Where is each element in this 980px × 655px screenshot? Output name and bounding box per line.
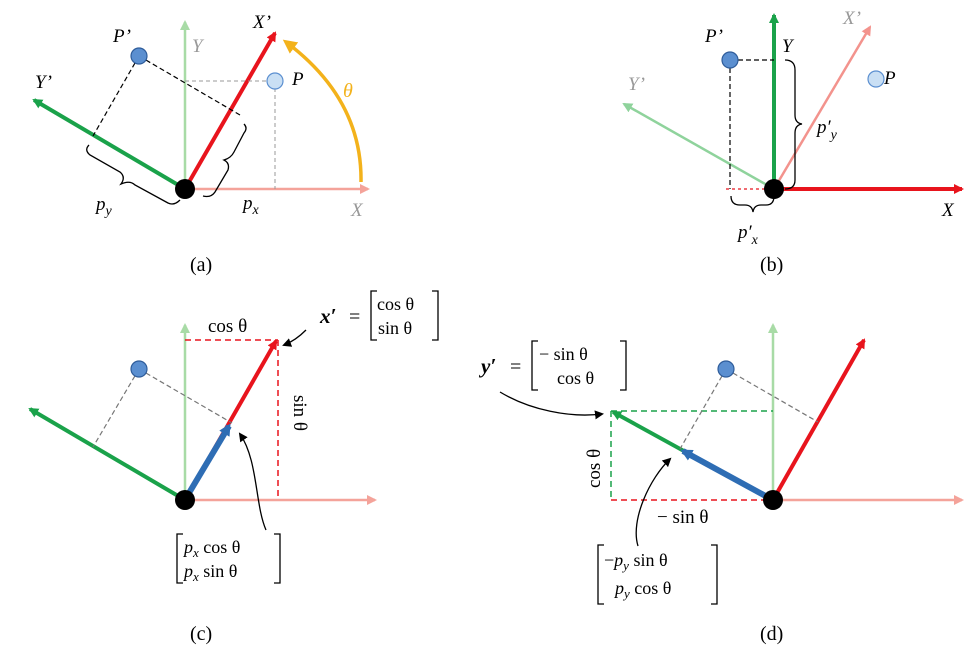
caption-d: (d) [760, 623, 783, 645]
px-brace [202, 123, 247, 198]
xprime-equals: = [349, 306, 360, 328]
x-prime-axis [183, 31, 277, 190]
pprime-guide-1 [138, 368, 233, 424]
py-brace [86, 144, 181, 205]
y-prime-label: Y’ [35, 72, 52, 93]
ppx-label: p′x [736, 222, 759, 248]
panel-b: X Y X’ Y’ P P’ p′y p′x (b) [622, 8, 964, 276]
caption-a: (a) [190, 254, 212, 276]
y-prime-axis [32, 98, 187, 191]
y-axis-label: Y [782, 36, 795, 57]
ppy-brace [784, 59, 803, 190]
point-p-prime [130, 360, 148, 378]
ppx-brace [730, 195, 775, 213]
panel-a: X Y X’ Y’ P P’ θ px py (a) [32, 12, 370, 276]
cos-label: cos θ [208, 316, 247, 337]
x-axis-label: X [941, 200, 955, 221]
x-prime-label: X’ [842, 8, 861, 29]
pprime-guide-1 [725, 368, 819, 423]
yprime-vector-name: y′ [478, 354, 496, 378]
point-p-prime [717, 360, 735, 378]
blue-expr-bottom: py cos θ [613, 578, 671, 601]
theta-arc [282, 39, 363, 183]
ppy-label: p′y [815, 117, 838, 143]
p-label: P [883, 68, 896, 89]
minus-sin-label: − sin θ [657, 507, 709, 528]
pprime-guide-2 [92, 368, 140, 448]
cos-label: cos θ [584, 449, 605, 488]
y-prime-axis [28, 407, 187, 502]
xprime-pointer-curve [282, 329, 307, 347]
blue-expr-top: −py sin θ [604, 550, 668, 573]
blue-expr-top: px cos θ [182, 537, 240, 560]
x-prime-label: X’ [252, 12, 271, 33]
point-p-prime [721, 51, 739, 69]
px-label: px [241, 193, 260, 218]
sin-label: sin θ [289, 395, 310, 431]
yprime-mat-top: − sin θ [539, 344, 588, 364]
blue-bracket-left [176, 533, 183, 584]
pprime-guide-2 [679, 368, 727, 450]
panel-d: cos θ − sin θ y′ = − sin θ cos θ −py sin… [478, 323, 964, 645]
theta-label: θ [343, 80, 353, 102]
blue-projection-vector [183, 423, 232, 500]
x-prime-axis-faded [772, 25, 872, 190]
blue-bracket-left [597, 544, 604, 605]
origin [764, 179, 784, 199]
point-p-prime [130, 47, 148, 65]
panel-c: cos θ sin θ x′ = cos θ sin θ px cos θ px… [28, 290, 439, 645]
pointer-curve [238, 432, 267, 531]
xprime-vector-name: x′ [319, 304, 336, 328]
p-prime-label: P’ [112, 26, 131, 47]
yprime-bracket-left [531, 340, 538, 391]
xprime-mat-bottom: sin θ [378, 318, 412, 338]
origin [175, 179, 195, 199]
point-p [867, 70, 885, 88]
origin [763, 490, 783, 510]
blue-bracket-right [711, 544, 718, 605]
yprime-bracket-right [620, 340, 627, 391]
p-prime-guide-to-xprime [138, 55, 241, 116]
blue-expr-bottom: px sin θ [182, 561, 237, 584]
py-label: py [94, 194, 113, 219]
x-axis-label: X [350, 200, 364, 221]
y-axis-label: Y [192, 36, 205, 57]
p-prime-label: P’ [704, 26, 723, 47]
caption-c: (c) [190, 623, 212, 645]
xprime-bracket-left [370, 290, 377, 341]
point-p [266, 72, 284, 90]
pointer-curve [635, 457, 672, 547]
yprime-equals: = [510, 356, 521, 378]
xprime-mat-top: cos θ [377, 294, 414, 314]
caption-b: (b) [760, 254, 783, 276]
p-prime-guide-to-yprime [92, 55, 140, 137]
x-prime-axis [771, 338, 866, 501]
xprime-bracket-right [432, 290, 439, 341]
blue-bracket-right [274, 533, 281, 584]
p-label: P [291, 69, 304, 90]
y-prime-axis-faded [622, 102, 775, 191]
origin [175, 490, 195, 510]
yprime-mat-bottom: cos θ [557, 368, 594, 388]
blue-projection-vector [680, 448, 773, 502]
y-prime-label: Y’ [628, 74, 645, 95]
yprime-pointer-curve [499, 391, 604, 420]
